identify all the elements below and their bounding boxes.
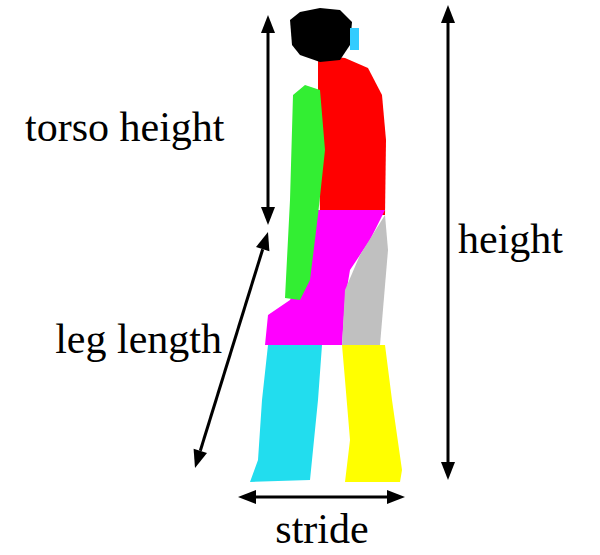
torso-height-arrow xyxy=(267,32,270,208)
arrowhead xyxy=(238,490,256,504)
arm-segment xyxy=(285,85,325,300)
dimension-label: stride xyxy=(275,508,368,550)
height-arrow xyxy=(447,22,450,463)
arrowhead xyxy=(194,449,207,468)
arrowhead xyxy=(441,5,455,23)
dimension-label: height xyxy=(458,218,563,260)
back-leg-segment xyxy=(342,345,402,482)
face-segment xyxy=(350,28,359,50)
head-segment xyxy=(290,8,352,62)
stride-arrow xyxy=(255,496,388,499)
arrowhead xyxy=(261,15,275,33)
arrowhead xyxy=(387,490,405,504)
dimension-label: leg length xyxy=(55,318,222,360)
dimension-label: torso height xyxy=(25,106,224,148)
arrowhead xyxy=(256,232,269,251)
arrowhead xyxy=(441,462,455,480)
torso-segment xyxy=(318,55,386,215)
dimension-arrows xyxy=(194,5,455,504)
front-leg-segment xyxy=(250,345,322,482)
thigh-segment xyxy=(342,215,388,345)
arrowhead xyxy=(261,207,275,225)
body-segments xyxy=(250,8,402,482)
